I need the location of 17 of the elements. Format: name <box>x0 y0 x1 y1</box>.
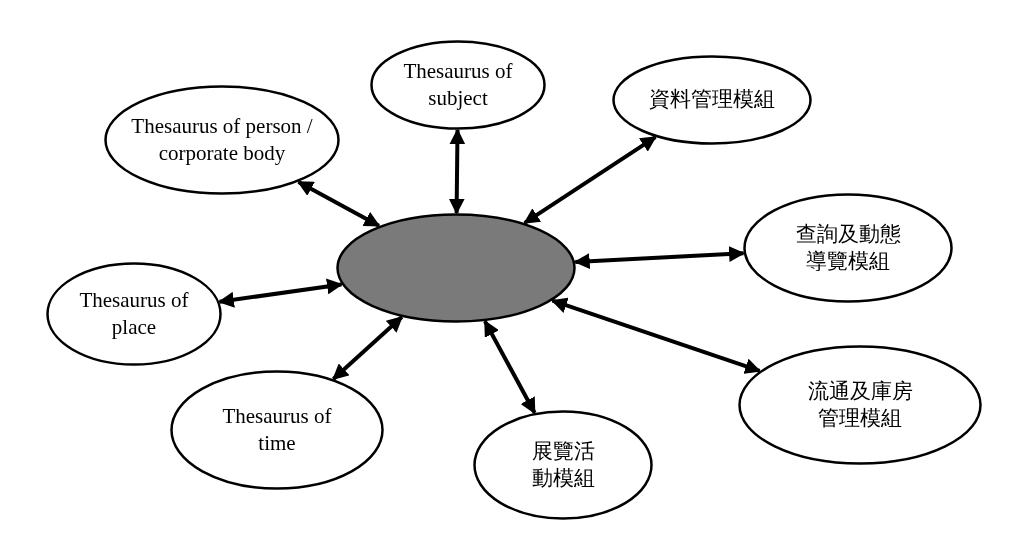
double-arrow <box>551 297 762 374</box>
double-arrow <box>217 278 343 308</box>
ellipse-node: Thesaurus of subject <box>370 40 546 130</box>
ellipse-node: Thesaurus of person / corporate body <box>104 85 340 195</box>
double-arrow <box>573 246 746 270</box>
ellipse-node: 查詢及動態導覽模組 <box>743 193 953 303</box>
double-arrow <box>483 320 537 415</box>
ellipse-node: 資料管理模組 <box>612 55 812 145</box>
double-arrow <box>297 180 381 228</box>
ellipse-node: 展覽活動模組 <box>473 410 653 520</box>
ellipse-node: Thesaurus of place <box>46 262 222 366</box>
double-arrow <box>332 315 404 381</box>
ellipse-node: 流通及庫房管理模組 <box>738 345 982 465</box>
ellipse-node <box>336 213 576 323</box>
double-arrow <box>523 135 657 225</box>
ellipse-node: Thesaurus of time <box>170 370 384 490</box>
double-arrow <box>448 128 466 215</box>
